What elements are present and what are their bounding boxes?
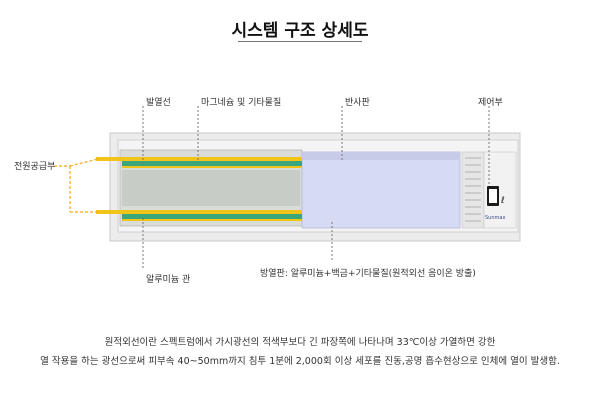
power-supply-leader — [54, 158, 99, 213]
brand-logo: Sunmax — [485, 215, 506, 221]
upper-tube-green — [122, 161, 302, 166]
label-controller: 제어부 — [478, 98, 503, 108]
upper-tube-yellow-low — [122, 166, 302, 168]
leader-lines — [142, 106, 490, 270]
label-magnesium: 마그네슘 및 기타물질 — [201, 98, 282, 108]
label-radiator: 방열판: 알루미늄+백금+기타물질(원적외선 음이온 방출) — [260, 269, 476, 279]
lower-tube-yellow-low — [122, 219, 302, 221]
inner-tube-body — [122, 170, 300, 206]
upper-tube-yellow — [96, 157, 302, 161]
description-line-2: 열 작용을 하는 광선으로써 피부속 40~50mm까지 침투 1분에 2,00… — [40, 356, 560, 367]
reflector-panel — [301, 151, 461, 229]
vent-slots — [465, 157, 481, 222]
lower-tube-green — [122, 214, 302, 219]
label-aluminum-tube: 알루미늄 관 — [146, 275, 191, 285]
label-power-supply: 전원공급부 — [14, 162, 56, 172]
control-switch-face — [489, 189, 497, 203]
description-line-1: 원적외선이란 스펙트럼에서 가시광선의 적색부보다 긴 파장쪽에 나타나며 33… — [104, 337, 496, 348]
control-glyph: ℓ — [500, 196, 505, 206]
label-reflector: 반사판 — [345, 98, 370, 108]
reflector-shade — [302, 152, 460, 160]
title-underline — [238, 41, 362, 42]
lower-tube-yellow — [96, 210, 302, 214]
page-title: 시스템 구조 상세도 — [231, 21, 369, 41]
label-heating-wire: 발열선 — [146, 98, 171, 108]
vent-grille — [461, 151, 485, 229]
